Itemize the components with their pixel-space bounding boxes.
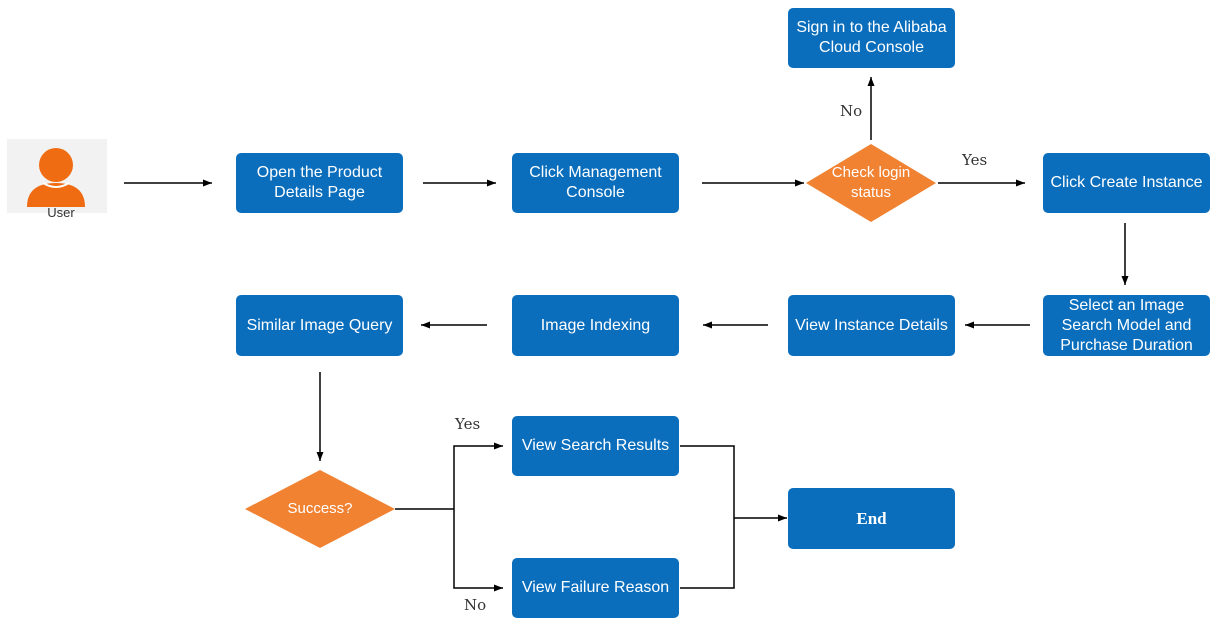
arrow-success-no <box>453 509 503 592</box>
node-similar-image-query: Similar Image Query <box>236 295 403 356</box>
node-select-model-duration: Select an Image Search Model and Purchas… <box>1043 295 1210 356</box>
check-login-diamond <box>806 144 936 222</box>
edge-label-success-no: No <box>464 596 487 614</box>
edge-label-success-yes: Yes <box>455 415 481 433</box>
node-end: End <box>788 488 955 549</box>
user-icon <box>27 148 85 207</box>
node-open-product-details: Open the Product Details Page <box>236 153 403 213</box>
node-click-create-instance: Click Create Instance <box>1043 153 1210 213</box>
user-label: User <box>47 205 75 220</box>
decision-check-login-label: Check login status <box>831 164 911 201</box>
node-view-instance-details: View Instance Details <box>788 295 955 356</box>
edge-label-login-yes: Yes <box>962 151 988 169</box>
connector-results-to-merge <box>680 445 735 518</box>
node-view-search-results: View Search Results <box>512 416 679 476</box>
decision-success-label: Success? <box>287 500 353 517</box>
success-diamond <box>245 470 395 548</box>
node-sign-in-console: Sign in to the Alibaba Cloud Console <box>788 8 955 68</box>
user-actor: User <box>7 139 107 220</box>
node-image-indexing: Image Indexing <box>512 295 679 356</box>
node-click-management-console: Click Management Console <box>512 153 679 213</box>
connector-failure-to-merge <box>680 518 735 589</box>
edge-label-login-no: No <box>840 102 863 120</box>
node-view-failure-reason: View Failure Reason <box>512 558 679 618</box>
arrow-success-yes <box>453 442 503 509</box>
